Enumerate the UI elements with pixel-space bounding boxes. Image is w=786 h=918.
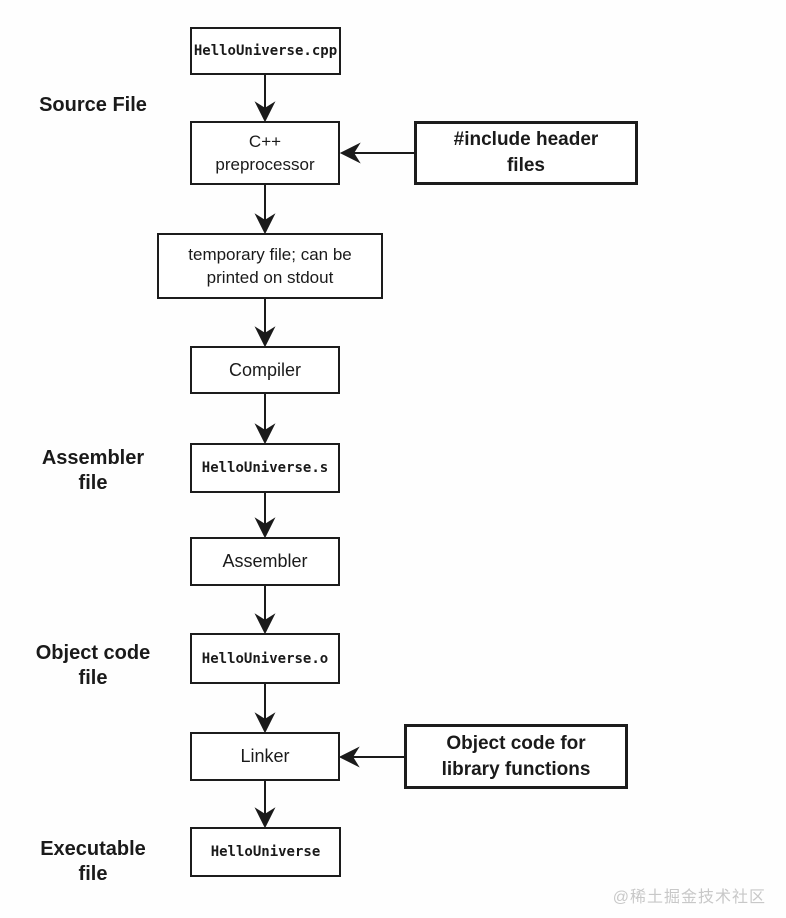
- node-object-file: HelloUniverse.o: [190, 633, 340, 684]
- annotation-library-objects: Object code for library functions: [404, 724, 628, 789]
- arrow-compiler-to-assemblyfile: [254, 394, 276, 445]
- node-compiler: Compiler: [190, 346, 340, 394]
- arrow-tempfile-to-compiler: [254, 299, 276, 348]
- arrow-preprocessor-to-tempfile: [254, 185, 276, 235]
- watermark-text: @稀土掘金技术社区: [612, 889, 766, 906]
- node-preprocessor: C++ preprocessor: [190, 121, 340, 185]
- label-object-code-file: Object code file: [35, 642, 151, 689]
- arrow-assembler-to-objectfile: [254, 586, 276, 635]
- arrow-linker-to-executable: [254, 781, 276, 829]
- label-source-file: Source File: [39, 94, 147, 116]
- label-executable-file: Executable file: [40, 838, 146, 885]
- arrow-headers-to-preprocessor: [339, 142, 414, 164]
- node-linker: Linker: [190, 732, 340, 781]
- arrow-libraries-to-linker: [338, 746, 404, 768]
- node-assembler: Assembler: [190, 537, 340, 586]
- arrow-source-to-preprocessor: [254, 75, 276, 123]
- label-assembler-file: Assembler file: [41, 447, 145, 494]
- arrow-objectfile-to-linker: [254, 684, 276, 734]
- annotation-include-headers: #include header files: [414, 121, 638, 185]
- node-executable: HelloUniverse: [190, 827, 341, 877]
- node-assembly-file: HelloUniverse.s: [190, 443, 340, 493]
- node-temp-file: temporary file; can be printed on stdout: [157, 233, 383, 299]
- arrow-assemblyfile-to-assembler: [254, 493, 276, 539]
- node-source-file: HelloUniverse.cpp: [190, 27, 341, 75]
